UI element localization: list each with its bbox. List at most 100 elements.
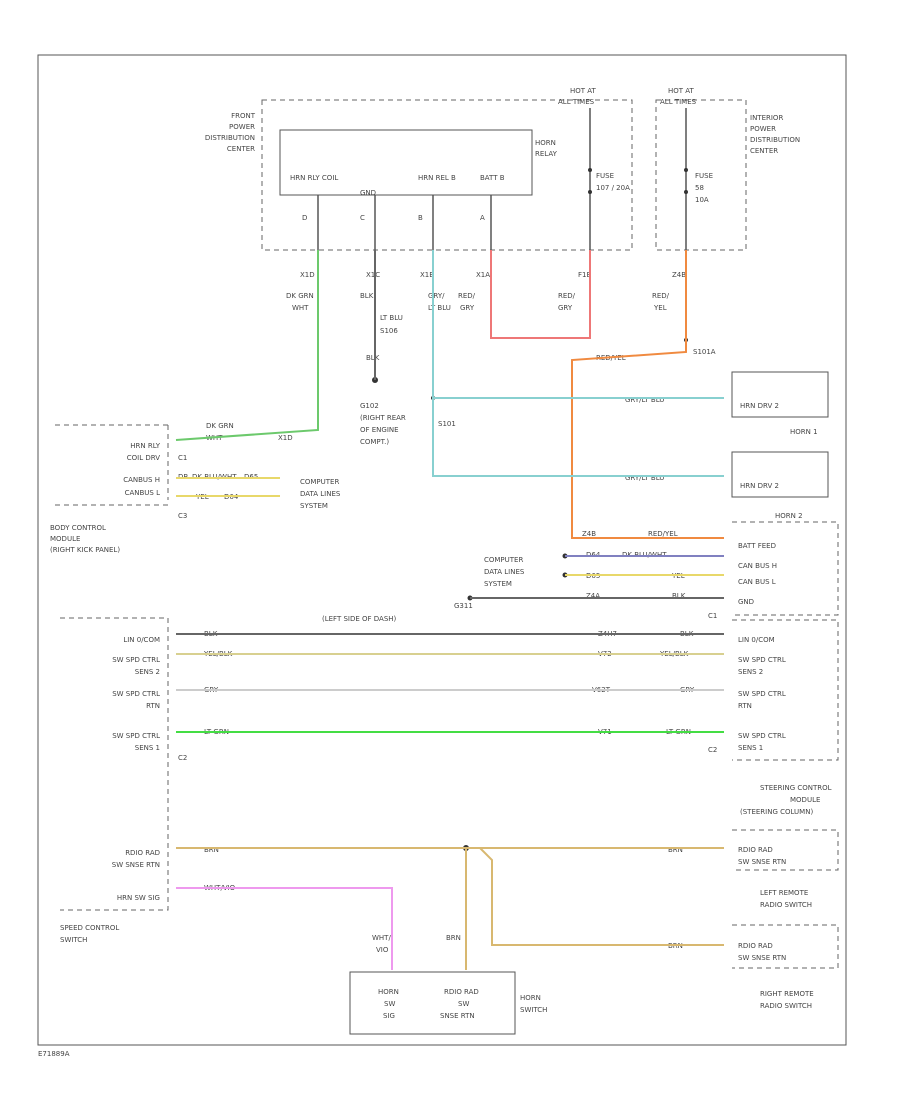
- left-radio-title-1: RADIO SWITCH: [760, 901, 812, 909]
- fuse2-label-0: FUSE: [695, 172, 713, 180]
- horn2-wire-0: RED/YEL: [648, 530, 678, 538]
- left-radio-outline: [732, 829, 839, 871]
- hs-pin-5: SNSE RTN: [440, 1012, 475, 1020]
- hot-at-1-0: HOT AT: [570, 87, 597, 95]
- scs-pin-2: SENS 2: [135, 668, 160, 676]
- horn2-wire-1: Z4B: [582, 530, 596, 538]
- wire-red-yel-0: RED/: [652, 292, 670, 300]
- spd-lower-0: RDIO RAD: [125, 849, 160, 857]
- relay-pin-a: BATT B: [480, 174, 505, 182]
- relay-pin-b: HRN REL B: [418, 174, 456, 182]
- horn2-wire-7: Z4A: [586, 592, 600, 600]
- wire-red-yel-1: YEL: [653, 304, 667, 312]
- scm-pin-3: SW SPD CTRL: [738, 690, 786, 698]
- scm-pin-5: SW SPD CTRL: [738, 732, 786, 740]
- lower-wire-2: BRN: [668, 846, 683, 854]
- scm-title-1: MODULE: [790, 796, 820, 804]
- g-dash-1: (LEFT SIDE OF DASH): [322, 615, 397, 623]
- ipdc-label-2: DISTRIBUTION: [750, 136, 800, 144]
- horn-relay-box: [279, 129, 533, 196]
- horn2-pin-0: BATT FEED: [738, 542, 776, 550]
- comp-data-0: COMPUTER: [300, 478, 339, 486]
- wire-gry-ltblu-1: LT BLU: [428, 304, 451, 312]
- horn2-pin-3: GND: [738, 598, 754, 606]
- scm-pin-1: SW SPD CTRL: [738, 656, 786, 664]
- ipdc-label-1: POWER: [750, 125, 776, 133]
- fuse2-label-1: 58: [695, 184, 704, 192]
- wire-wht-vio: [176, 887, 393, 970]
- bcm-outline: [55, 424, 169, 506]
- ground-2: OF ENGINE: [360, 426, 399, 434]
- comp-data-2: SYSTEM: [300, 502, 328, 510]
- horn2-pin-2: CAN BUS L: [738, 578, 776, 586]
- scs-pin-5: SW SPD CTRL: [112, 732, 160, 740]
- relay-pin-d: HRN RLY COIL: [290, 174, 338, 182]
- fpdc-label-1: POWER: [229, 123, 255, 131]
- fuse2-label-2: 10A: [695, 196, 709, 204]
- scs-pin-6: SENS 1: [135, 744, 160, 752]
- scs-pin-1: SW SPD CTRL: [112, 656, 160, 664]
- horn1-wire: GRY/LT BLU: [625, 396, 664, 404]
- scm-pin-0: LIN 0/COM: [738, 636, 775, 644]
- horn2-module-outline: [732, 521, 839, 616]
- vert-wire-0: WHT/: [372, 934, 391, 942]
- wire-red-gry-b-0: RED/: [558, 292, 576, 300]
- horn1-pin: HRN DRV 2: [740, 402, 779, 410]
- circ-z4b: Z4B: [672, 271, 686, 279]
- wire-blk-top: BLK: [360, 292, 374, 300]
- bcm-pin-0: HRN RLY: [130, 442, 160, 450]
- left-radio-0: RDIO RAD: [738, 846, 773, 854]
- vert-wire-1: VIO: [376, 946, 389, 954]
- circ-x1b: X1B: [420, 271, 434, 279]
- wire-red-gry: [490, 250, 591, 339]
- s101a: S101A: [693, 348, 716, 356]
- wire-gry-ltblu-0: GRY/: [428, 292, 445, 300]
- diagram-frame: [37, 54, 847, 1046]
- scm-pin-6: SENS 1: [738, 744, 763, 752]
- spd-lower-1: SW SNSE RTN: [112, 861, 160, 869]
- scm-conn: C2: [708, 746, 717, 754]
- hs-title-0: HORN: [520, 994, 541, 1002]
- horn1-box: [731, 371, 829, 418]
- bcm-wire-0: DK GRN: [206, 422, 234, 430]
- horn-switch-box: [349, 971, 516, 1035]
- relay-letter-b: B: [418, 214, 423, 222]
- scm-title-0: STEERING CONTROL: [760, 784, 832, 792]
- s106: S106: [380, 327, 398, 335]
- right-radio-0: RDIO RAD: [738, 942, 773, 950]
- bcm-title-1: MODULE: [50, 535, 80, 543]
- bcm-wire-2: X1D: [278, 434, 293, 442]
- bcm-conn-c1: C1: [178, 454, 187, 462]
- fpdc-outline: [261, 99, 633, 251]
- wire-layer: [175, 250, 724, 970]
- bcm-title-2: (RIGHT KICK PANEL): [50, 546, 120, 554]
- spd-title-0: SPEED CONTROL: [60, 924, 119, 932]
- scm-title-2: (STEERING COLUMN): [740, 808, 813, 816]
- ipdc-label-0: INTERIOR: [750, 114, 783, 122]
- wire-dkgrn-0: DK GRN: [286, 292, 314, 300]
- horn2-pin: HRN DRV 2: [740, 482, 779, 490]
- footer-code: E71889A: [38, 1050, 70, 1058]
- scm-outline: [732, 619, 839, 761]
- fuse1-label-1: 107 / 20A: [596, 184, 630, 192]
- wire-gry-ltblu-2: LT BLU: [380, 314, 403, 322]
- bcm-pin-2: CANBUS H: [123, 476, 160, 484]
- horn2-pin-1: CAN BUS H: [738, 562, 777, 570]
- scs-pin-3: SW SPD CTRL: [112, 690, 160, 698]
- right-radio-title-0: RIGHT REMOTE: [760, 990, 814, 998]
- right-radio-title-1: RADIO SWITCH: [760, 1002, 812, 1010]
- hs-pin-0: HORN: [378, 988, 399, 996]
- fuse1-label-0: FUSE: [596, 172, 614, 180]
- scs-pin-4: RTN: [146, 702, 160, 710]
- ground-0: G102: [360, 402, 379, 410]
- horn2-wire: GRY/LT BLU: [625, 474, 664, 482]
- horn1-title: HORN 1: [790, 428, 818, 436]
- wire-red-gry-a-0: RED/: [458, 292, 476, 300]
- hs-pin-2: SIG: [383, 1012, 395, 1020]
- speed-switch-outline: [60, 617, 169, 911]
- hs-pin-1: SW: [384, 1000, 395, 1008]
- hs-pin-4: SW: [458, 1000, 469, 1008]
- wire-blk-lower: BLK: [366, 354, 380, 362]
- lower-wire-0: BRN: [204, 846, 219, 854]
